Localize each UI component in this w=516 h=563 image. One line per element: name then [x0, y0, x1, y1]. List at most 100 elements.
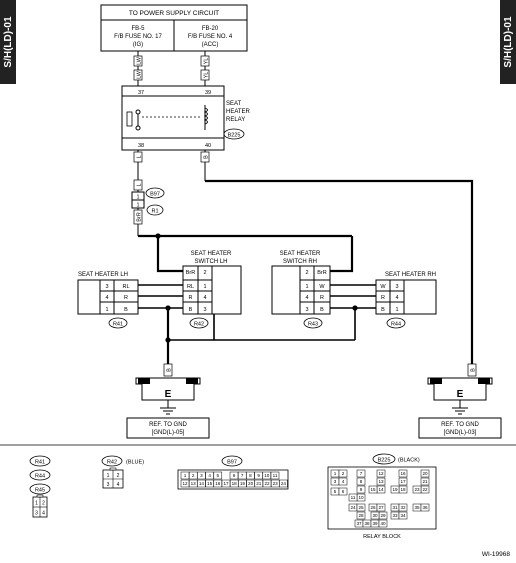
b97-pin: 3	[200, 473, 203, 478]
b225-pin: 34	[400, 513, 406, 518]
connector-key-r41-r44-r45: R41 R44 R45 1 2 3 4	[29, 455, 51, 518]
heater-lh-wire-rl: RL	[122, 284, 129, 290]
junction-pin-top: 1	[136, 195, 139, 201]
relay-pin-40: 40	[205, 143, 211, 149]
b225-pin: 35	[414, 505, 420, 510]
b97-pin: 4	[208, 473, 211, 478]
b225-pin: 1	[334, 471, 337, 476]
junction-conn-r1: R1	[151, 209, 158, 215]
b225-pin: 29	[380, 513, 386, 518]
heater-lh-wire-r: R	[124, 295, 128, 301]
wire-label-top-right: YL	[204, 58, 210, 65]
b97-pin: 23	[273, 481, 279, 486]
b97-pin: 12	[182, 481, 188, 486]
ground-lh-wire-label: B	[167, 368, 173, 372]
ground-lh-letter: E	[165, 389, 172, 400]
side-tab-left: S/H(LD)-01	[0, 0, 16, 84]
heater-rh-pin-4: 4	[395, 295, 398, 301]
b225-pin: 3	[334, 479, 337, 484]
switch-lh-pin-2: 2	[203, 270, 206, 276]
b225-pin: 12	[378, 471, 384, 476]
switch-lh-pin-4: 4	[203, 295, 206, 301]
wire-label-relay-right: B	[204, 155, 210, 159]
conn-left-pin-4: 4	[42, 511, 45, 517]
b225-pin: 14	[378, 487, 384, 492]
conn-tag-r42: R42	[107, 460, 117, 466]
switch-lh-pin-3: 3	[203, 307, 206, 313]
b225-pin: 28	[358, 513, 364, 518]
b97-pin: 10	[264, 473, 270, 478]
heater-lh-pin-1: 1	[105, 307, 108, 313]
fuse-left-line2: F/B FUSE NO. 17	[114, 34, 162, 40]
b97-pin: 15	[207, 481, 213, 486]
seat-heater-switch-rh: SEAT HEATER SWITCH RH 2 1 4 3 BrR W R B …	[271, 251, 331, 329]
wires-harness	[137, 284, 376, 341]
b97-pin: 24	[281, 481, 287, 486]
relay-block-caption: RELAY BLOCK	[363, 534, 401, 540]
b225-pin: 26	[370, 505, 376, 510]
conn-b225-note: (BLACK)	[398, 458, 420, 464]
switch-lh-title-2: SWITCH LH	[195, 259, 228, 265]
switch-rh-wire-b: B	[320, 307, 324, 313]
b225-pin: 33	[392, 513, 398, 518]
fuse-right-line2: F/B FUSE NO. 4	[188, 34, 233, 40]
ground-rh-ref-1: REF. TO GND	[441, 422, 479, 428]
wire-label-mid: L	[137, 183, 143, 186]
ground-lh: B E REF. TO GND [GND(L)-05]	[126, 363, 210, 439]
b225-pin: 2	[342, 471, 345, 476]
switch-lh-connector: R42	[194, 322, 204, 328]
b225-pin: 38	[364, 521, 370, 526]
b225-pin: 10	[358, 495, 364, 500]
wire-label-top-left-2: LW	[137, 70, 143, 79]
switch-rh-wire-w: W	[319, 284, 325, 290]
b225-pin: 20	[422, 471, 428, 476]
ground-lh-ref-2: [GND(L)-05]	[152, 430, 185, 436]
heater-lh-wire-b: B	[124, 307, 128, 313]
conn-left-pin-1: 1	[35, 501, 38, 507]
heater-lh-connector: R41	[113, 322, 123, 328]
switch-rh-title-2: SWITCH RH	[283, 259, 317, 265]
b225-pin: 23	[414, 487, 420, 492]
b225-pin: 40	[380, 521, 386, 526]
conn-left-pin-3: 3	[35, 511, 38, 517]
relay-pin-38: 38	[138, 143, 144, 149]
b225-pin: 13	[378, 479, 384, 484]
switch-lh-wire-brr: BrR	[186, 270, 196, 276]
heater-rh-pin-3: 3	[395, 284, 398, 290]
b225-pin: 5	[334, 489, 337, 494]
heater-rh-wire-r: R	[381, 295, 385, 301]
heater-rh-pin-1: 1	[395, 307, 398, 313]
conn-r42-pin-3: 3	[107, 482, 110, 488]
conn-r42-pin-1: 1	[107, 473, 110, 479]
splice-point	[155, 233, 161, 239]
b97-pin: 5	[217, 473, 220, 478]
b97-pin: 13	[191, 481, 197, 486]
b97-pin: 1	[184, 473, 187, 478]
b97-pin: 20	[248, 481, 254, 486]
heater-rh-connector: R44	[391, 322, 401, 328]
b225-pin: 9	[360, 487, 363, 492]
seat-heater-relay: 37 39 38 40 SEAT HEATER RELAY B225	[121, 85, 251, 151]
figure-id: WI-19968	[482, 551, 511, 558]
seat-heater-switch-lh: SEAT HEATER SWITCH LH BrR RL R B 2 1 4 3…	[182, 251, 242, 329]
connector-key-r42: R42 (BLUE) 1 2 3 4	[101, 455, 144, 489]
switch-lh-wire-b: B	[189, 307, 193, 313]
b97-pin: 18	[232, 481, 238, 486]
b225-pin: 19	[392, 487, 398, 492]
conn-left-pin-2: 2	[42, 501, 45, 507]
relay-label-line1: SEAT	[226, 101, 242, 107]
relay-contact-icon	[126, 111, 133, 127]
seat-heater-rh: SEAT HEATER RH W R B 3 4 1 R44	[375, 272, 437, 329]
b225-pin: 4	[342, 479, 345, 484]
b225-pin: 16	[400, 471, 406, 476]
b225-pin: 8	[360, 479, 363, 484]
b97-pin: 7	[241, 473, 244, 478]
b97-pin: 16	[215, 481, 221, 486]
fuse-left-line1: FB-5	[131, 26, 145, 32]
power-supply-box: TO POWER SUPPLY CIRCUIT FB-5 F/B FUSE NO…	[100, 4, 248, 52]
b225-pin: 30	[372, 513, 378, 518]
